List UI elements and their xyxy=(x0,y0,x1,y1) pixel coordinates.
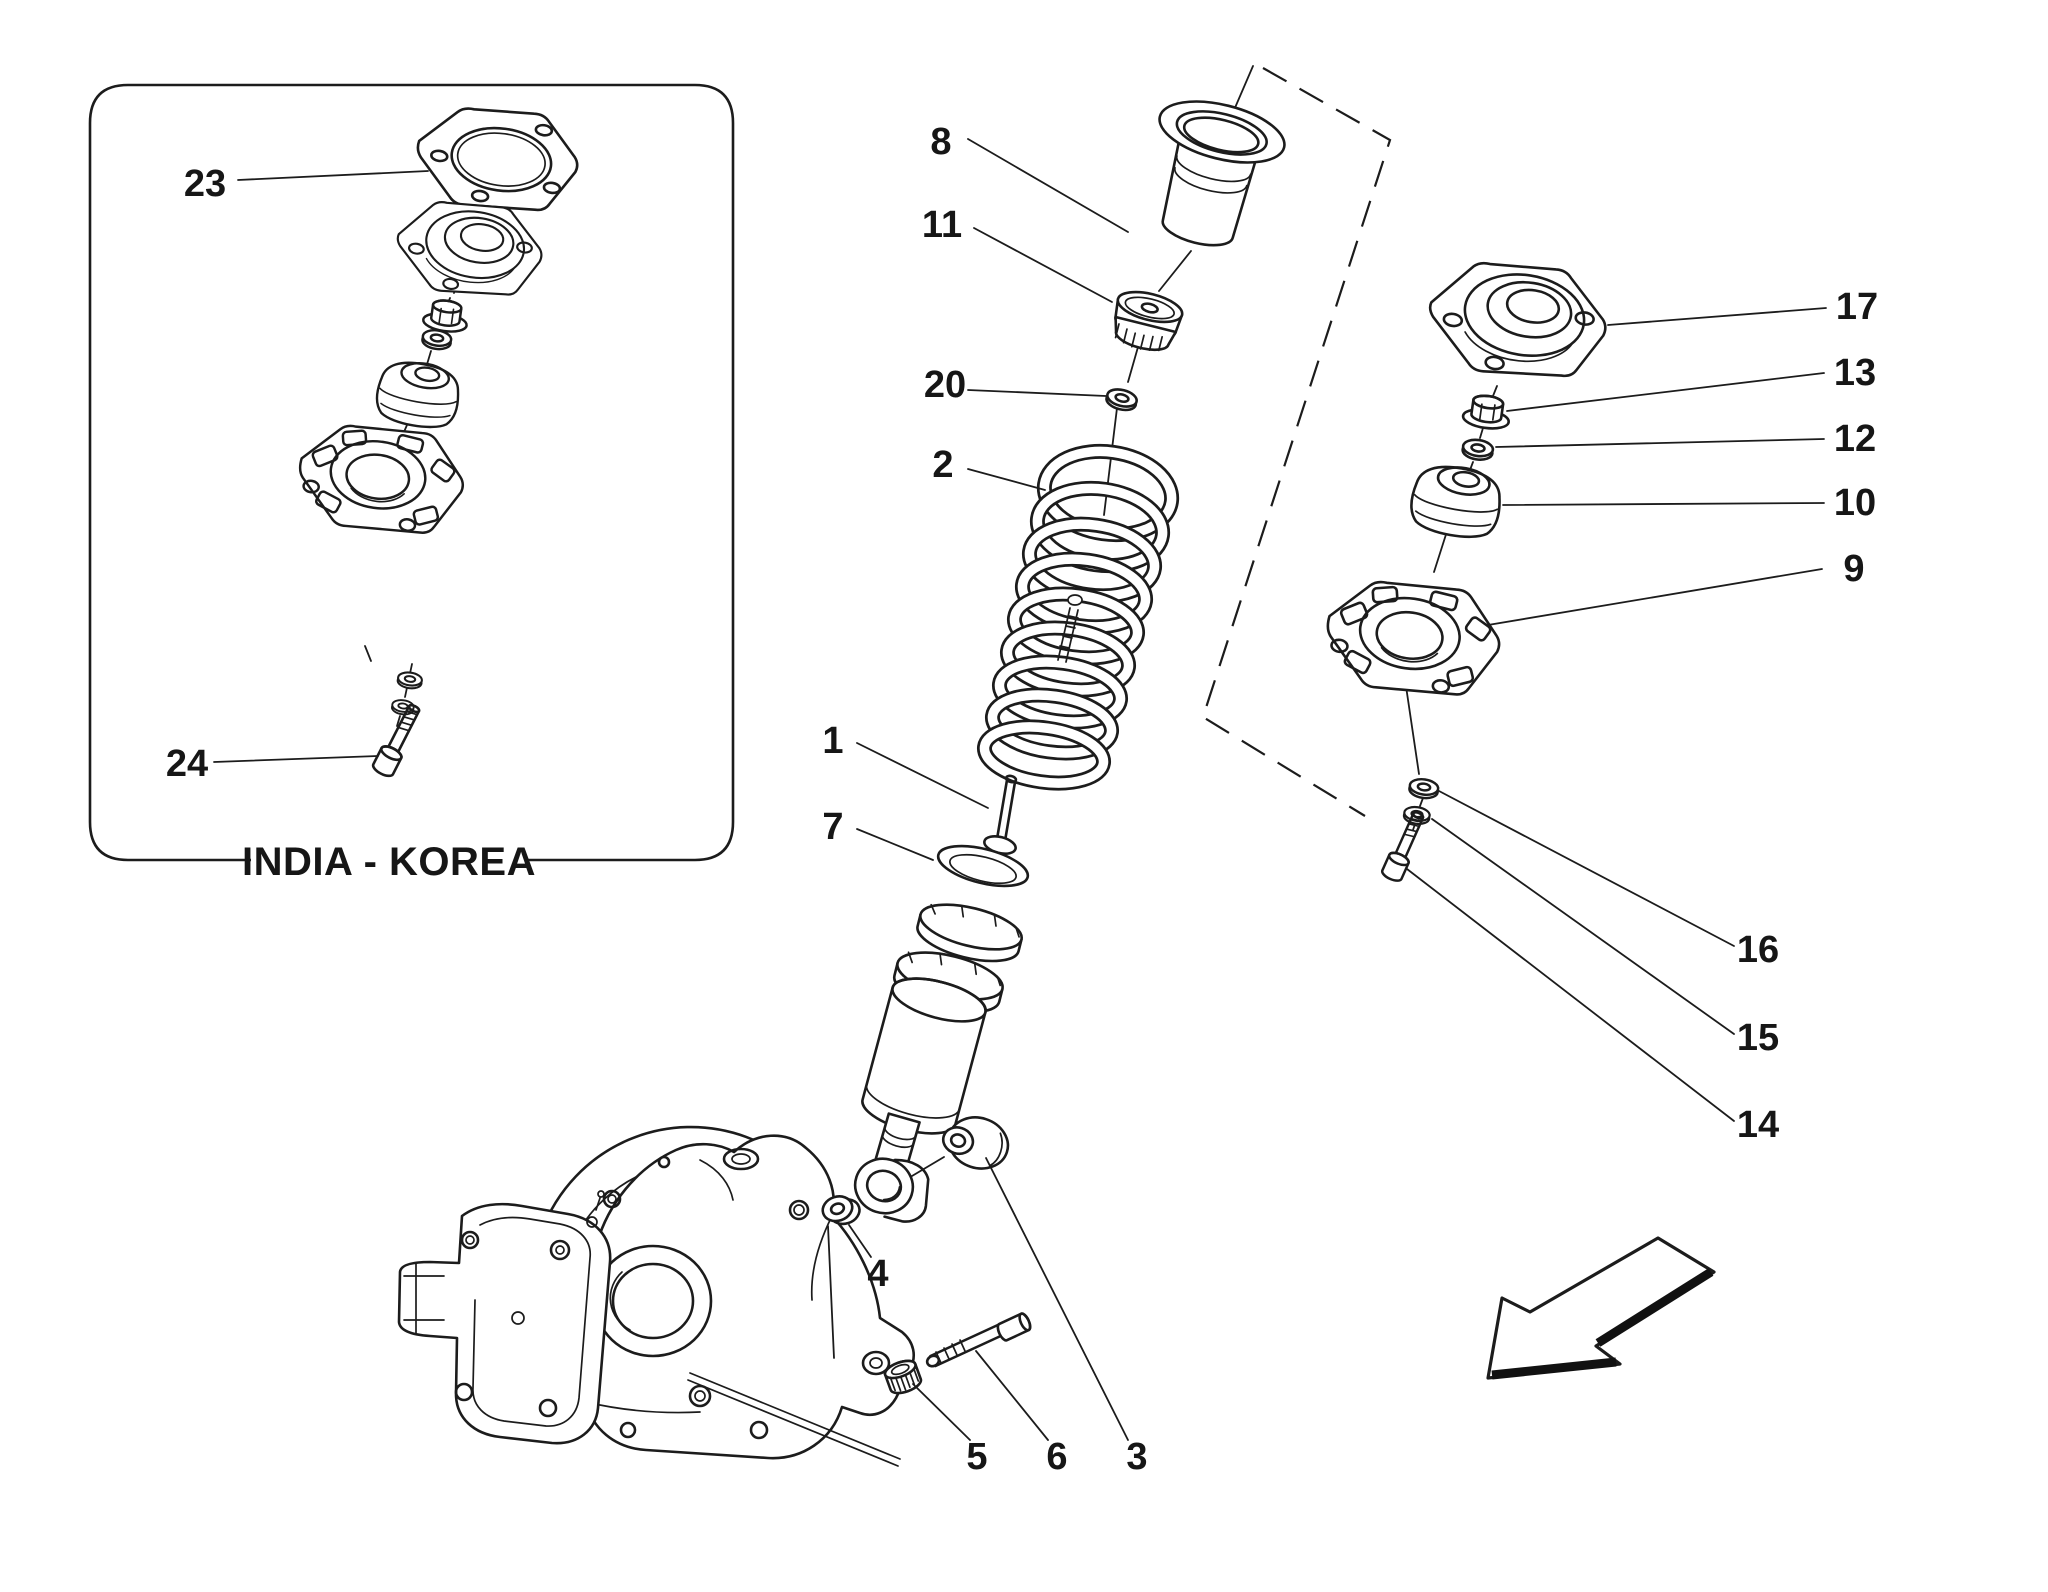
right-mount-assembly-drawing xyxy=(1318,249,1615,885)
callout-20: 20 xyxy=(924,364,966,406)
callout-11: 11 xyxy=(922,204,962,246)
washer-12-drawing xyxy=(1460,436,1496,463)
bolt-14-drawing xyxy=(1379,807,1431,885)
callout-1: 1 xyxy=(822,720,843,762)
shock-absorber-1-drawing xyxy=(853,774,1030,1223)
spring-inner-rod xyxy=(1057,594,1083,663)
inset-box-border xyxy=(88,83,735,862)
nut-13-drawing xyxy=(1460,391,1514,433)
bracket-9-drawing xyxy=(1318,571,1508,705)
inset-washer-a-drawing xyxy=(395,669,424,691)
callout-8: 8 xyxy=(930,121,951,163)
leader-lines xyxy=(213,138,1827,1441)
callout-17: 17 xyxy=(1836,286,1878,328)
shock-body xyxy=(861,977,987,1135)
nut-5-drawing xyxy=(883,1359,923,1395)
callout-23: 23 xyxy=(184,163,226,205)
inset-bump-stop-drawing xyxy=(371,355,465,434)
callout-7: 7 xyxy=(822,806,843,848)
washer-16-drawing xyxy=(1407,776,1441,802)
shock-rod xyxy=(995,774,1018,843)
callout-labels: 23 24 8 11 20 2 1 7 4 5 6 3 17 13 12 10 … xyxy=(166,121,1878,1478)
callout-13: 13 xyxy=(1834,352,1876,394)
adjuster-ring-upper xyxy=(916,903,1023,963)
callout-5: 5 xyxy=(966,1436,987,1478)
callout-14: 14 xyxy=(1737,1104,1779,1146)
callout-24: 24 xyxy=(166,743,208,785)
dust-cover-8-drawing xyxy=(1158,100,1286,247)
inset-nut-drawing xyxy=(420,296,471,336)
inset-bracket-drawing xyxy=(291,415,471,543)
hub-knuckle-drawing xyxy=(397,1125,916,1467)
washer-20-drawing xyxy=(1103,385,1140,415)
india-korea-inset-box xyxy=(88,83,735,882)
callout-6: 6 xyxy=(1046,1436,1067,1478)
shock-eye xyxy=(853,1157,930,1223)
callout-16: 16 xyxy=(1737,929,1779,971)
callout-9: 9 xyxy=(1843,548,1864,590)
inset-box-label-gap xyxy=(251,838,527,882)
bolt-6-drawing xyxy=(925,1312,1032,1368)
brake-caliper-drawing xyxy=(397,1190,612,1445)
callout-2: 2 xyxy=(932,444,953,486)
spring-seat-7-drawing xyxy=(936,835,1030,888)
washer-15-drawing xyxy=(1401,804,1432,827)
plate-23-drawing xyxy=(416,107,579,212)
callout-4: 4 xyxy=(867,1253,888,1295)
inset-box-label: INDIA - KOREA xyxy=(242,840,536,884)
washer-4-drawing xyxy=(821,1195,861,1226)
bushing-3-drawing xyxy=(941,1116,1010,1170)
direction-arrow-icon xyxy=(1486,1236,1716,1380)
bump-stop-10-drawing xyxy=(1405,458,1507,544)
callout-10: 10 xyxy=(1834,482,1876,524)
top-mount-17-drawing xyxy=(1420,249,1615,391)
central-assembly-drawing xyxy=(821,65,1286,1395)
coil-spring-2-drawing xyxy=(976,443,1180,791)
callout-15: 15 xyxy=(1737,1017,1779,1059)
callout-12: 12 xyxy=(1834,418,1876,460)
dashed-projection-line xyxy=(1201,67,1392,817)
central-axis-lines xyxy=(1103,65,1254,516)
cap-nut-11-drawing xyxy=(1114,290,1184,352)
callout-3: 3 xyxy=(1126,1436,1147,1478)
inset-assembly-drawing xyxy=(291,107,579,780)
